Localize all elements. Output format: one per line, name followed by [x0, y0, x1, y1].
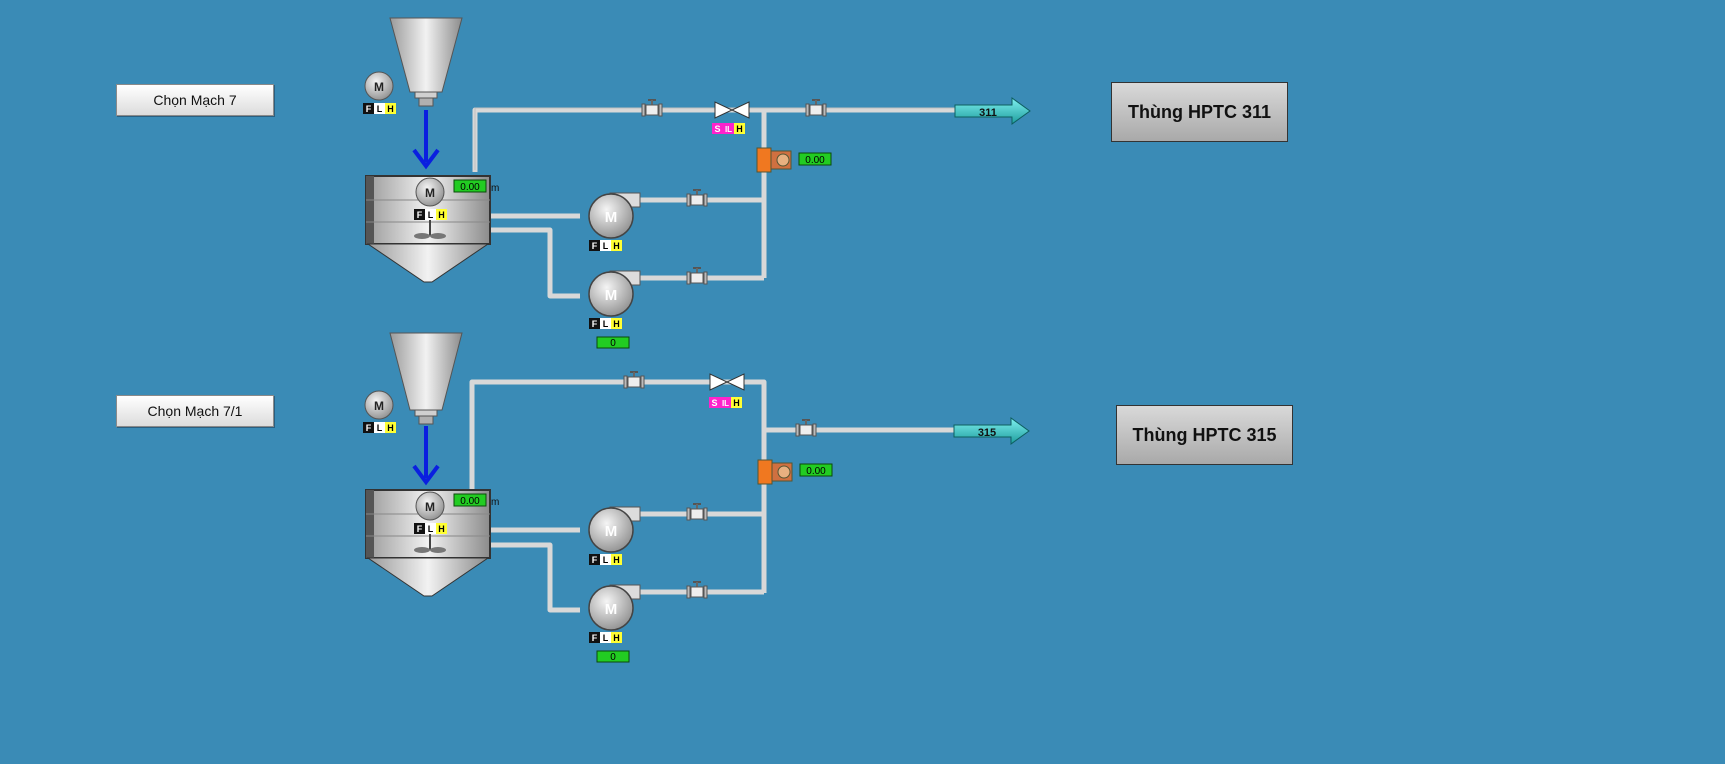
hand-valve-main-circuit-7-1[interactable]	[623, 371, 645, 389]
hand-valve-pump-2-circuit-7-1[interactable]	[686, 581, 708, 599]
flow-meter-circuit-7-1[interactable]	[757, 459, 793, 485]
indicator-h: H	[387, 423, 394, 433]
control-valve-circuit-7[interactable]: S IL H	[712, 101, 750, 134]
indicator-l: L	[603, 555, 609, 565]
indicator-l: L	[603, 633, 609, 643]
indicator-il: IL	[722, 399, 729, 408]
indicator-l: L	[377, 423, 383, 433]
flow-value: 0.00	[806, 466, 826, 477]
hopper-circuit-7	[389, 17, 463, 107]
pump-motor-label: M	[605, 601, 618, 618]
circuit-7-1: M F L H M F L H 0.00	[363, 332, 1030, 663]
pump-2-circuit-7-1[interactable]: M F L H 0	[588, 584, 641, 663]
indicator-f: F	[366, 104, 372, 114]
indicator-il: IL	[725, 125, 732, 134]
indicator-l: L	[377, 104, 383, 114]
hand-valve-outlet-circuit-7[interactable]	[805, 99, 827, 117]
motor-label: M	[374, 399, 384, 413]
indicator-h: H	[387, 104, 394, 114]
pump-1-circuit-7[interactable]: M F L H	[588, 192, 641, 251]
select-circuit-7-button[interactable]: Chọn Mạch 7	[116, 84, 274, 116]
destination-arrow-315[interactable]: 315	[953, 417, 1030, 445]
indicator-h: H	[613, 633, 620, 643]
mixer-level-value: 0.00	[460, 182, 480, 193]
arrow-label-315: 315	[978, 427, 996, 439]
hand-valve-main-circuit-7[interactable]	[641, 99, 663, 117]
indicator-f: F	[592, 633, 598, 643]
feed-arrow-circuit-7	[412, 110, 440, 170]
pump-1-circuit-7-1[interactable]: M F L H	[588, 506, 641, 565]
circuit-7: M F L H M F L H	[363, 17, 1031, 349]
destination-arrow-311[interactable]: 311	[954, 97, 1031, 125]
hand-valve-pump-2-circuit-7[interactable]	[686, 267, 708, 285]
mixer-motor-label: M	[425, 500, 435, 514]
indicator-l: L	[428, 210, 434, 220]
indicator-f: F	[417, 524, 423, 534]
hopper-circuit-7-1	[389, 332, 463, 425]
motor-label: M	[374, 80, 384, 94]
pipes-circuit-7	[472, 107, 960, 299]
control-valve-circuit-7-1[interactable]: S IL H	[709, 373, 745, 408]
level-unit: m	[491, 183, 499, 194]
hand-valve-pump-1-circuit-7-1[interactable]	[686, 503, 708, 521]
indicator-h: H	[613, 555, 620, 565]
indicator-f: F	[417, 210, 423, 220]
mixer-motor-label: M	[425, 186, 435, 200]
flow-value: 0.00	[805, 155, 825, 166]
feed-arrow-circuit-7-1	[412, 426, 440, 486]
hopper-motor-circuit-7-1[interactable]: M F L H	[363, 390, 396, 433]
indicator-f: F	[366, 423, 372, 433]
pump-motor-label: M	[605, 523, 618, 540]
indicator-f: F	[592, 555, 598, 565]
mixer-level-value: 0.00	[460, 496, 480, 507]
flow-display-circuit-7-1: 0.00	[799, 463, 833, 477]
indicator-h: H	[438, 210, 445, 220]
indicator-h: H	[613, 241, 620, 251]
pump-motor-label: M	[605, 209, 618, 226]
arrow-label-311: 311	[979, 107, 997, 119]
indicator-h: H	[736, 124, 743, 134]
pump-counter: 0	[610, 338, 616, 349]
indicator-s: S	[714, 124, 720, 134]
indicator-h: H	[613, 319, 620, 329]
indicator-l: L	[603, 319, 609, 329]
indicator-h: H	[438, 524, 445, 534]
flow-display-circuit-7: 0.00	[798, 152, 832, 166]
indicator-f: F	[592, 319, 598, 329]
pump-2-circuit-7[interactable]: M F L H 0	[588, 270, 641, 349]
flow-meter-circuit-7[interactable]	[756, 147, 792, 173]
pump-counter: 0	[610, 652, 616, 663]
mixer-level-display-circuit-7: 0.00 m	[453, 179, 499, 194]
indicator-h: H	[733, 398, 740, 408]
indicator-l: L	[428, 524, 434, 534]
tank-hptc-315-button[interactable]: Thùng HPTC 315	[1116, 405, 1293, 465]
indicator-s: S	[711, 398, 717, 408]
indicator-f: F	[592, 241, 598, 251]
level-unit: m	[491, 497, 499, 508]
indicator-l: L	[603, 241, 609, 251]
hopper-motor-circuit-7[interactable]: M F L H	[363, 71, 396, 114]
tank-hptc-311-button[interactable]: Thùng HPTC 311	[1111, 82, 1288, 142]
hand-valve-outlet-circuit-7-1[interactable]	[795, 419, 817, 437]
pipes-circuit-7-1	[469, 379, 960, 613]
mixer-level-display-circuit-7-1: 0.00 m	[453, 493, 499, 508]
select-circuit-7-1-button[interactable]: Chọn Mạch 7/1	[116, 395, 274, 427]
pump-motor-label: M	[605, 287, 618, 304]
hand-valve-pump-1-circuit-7[interactable]	[686, 189, 708, 207]
